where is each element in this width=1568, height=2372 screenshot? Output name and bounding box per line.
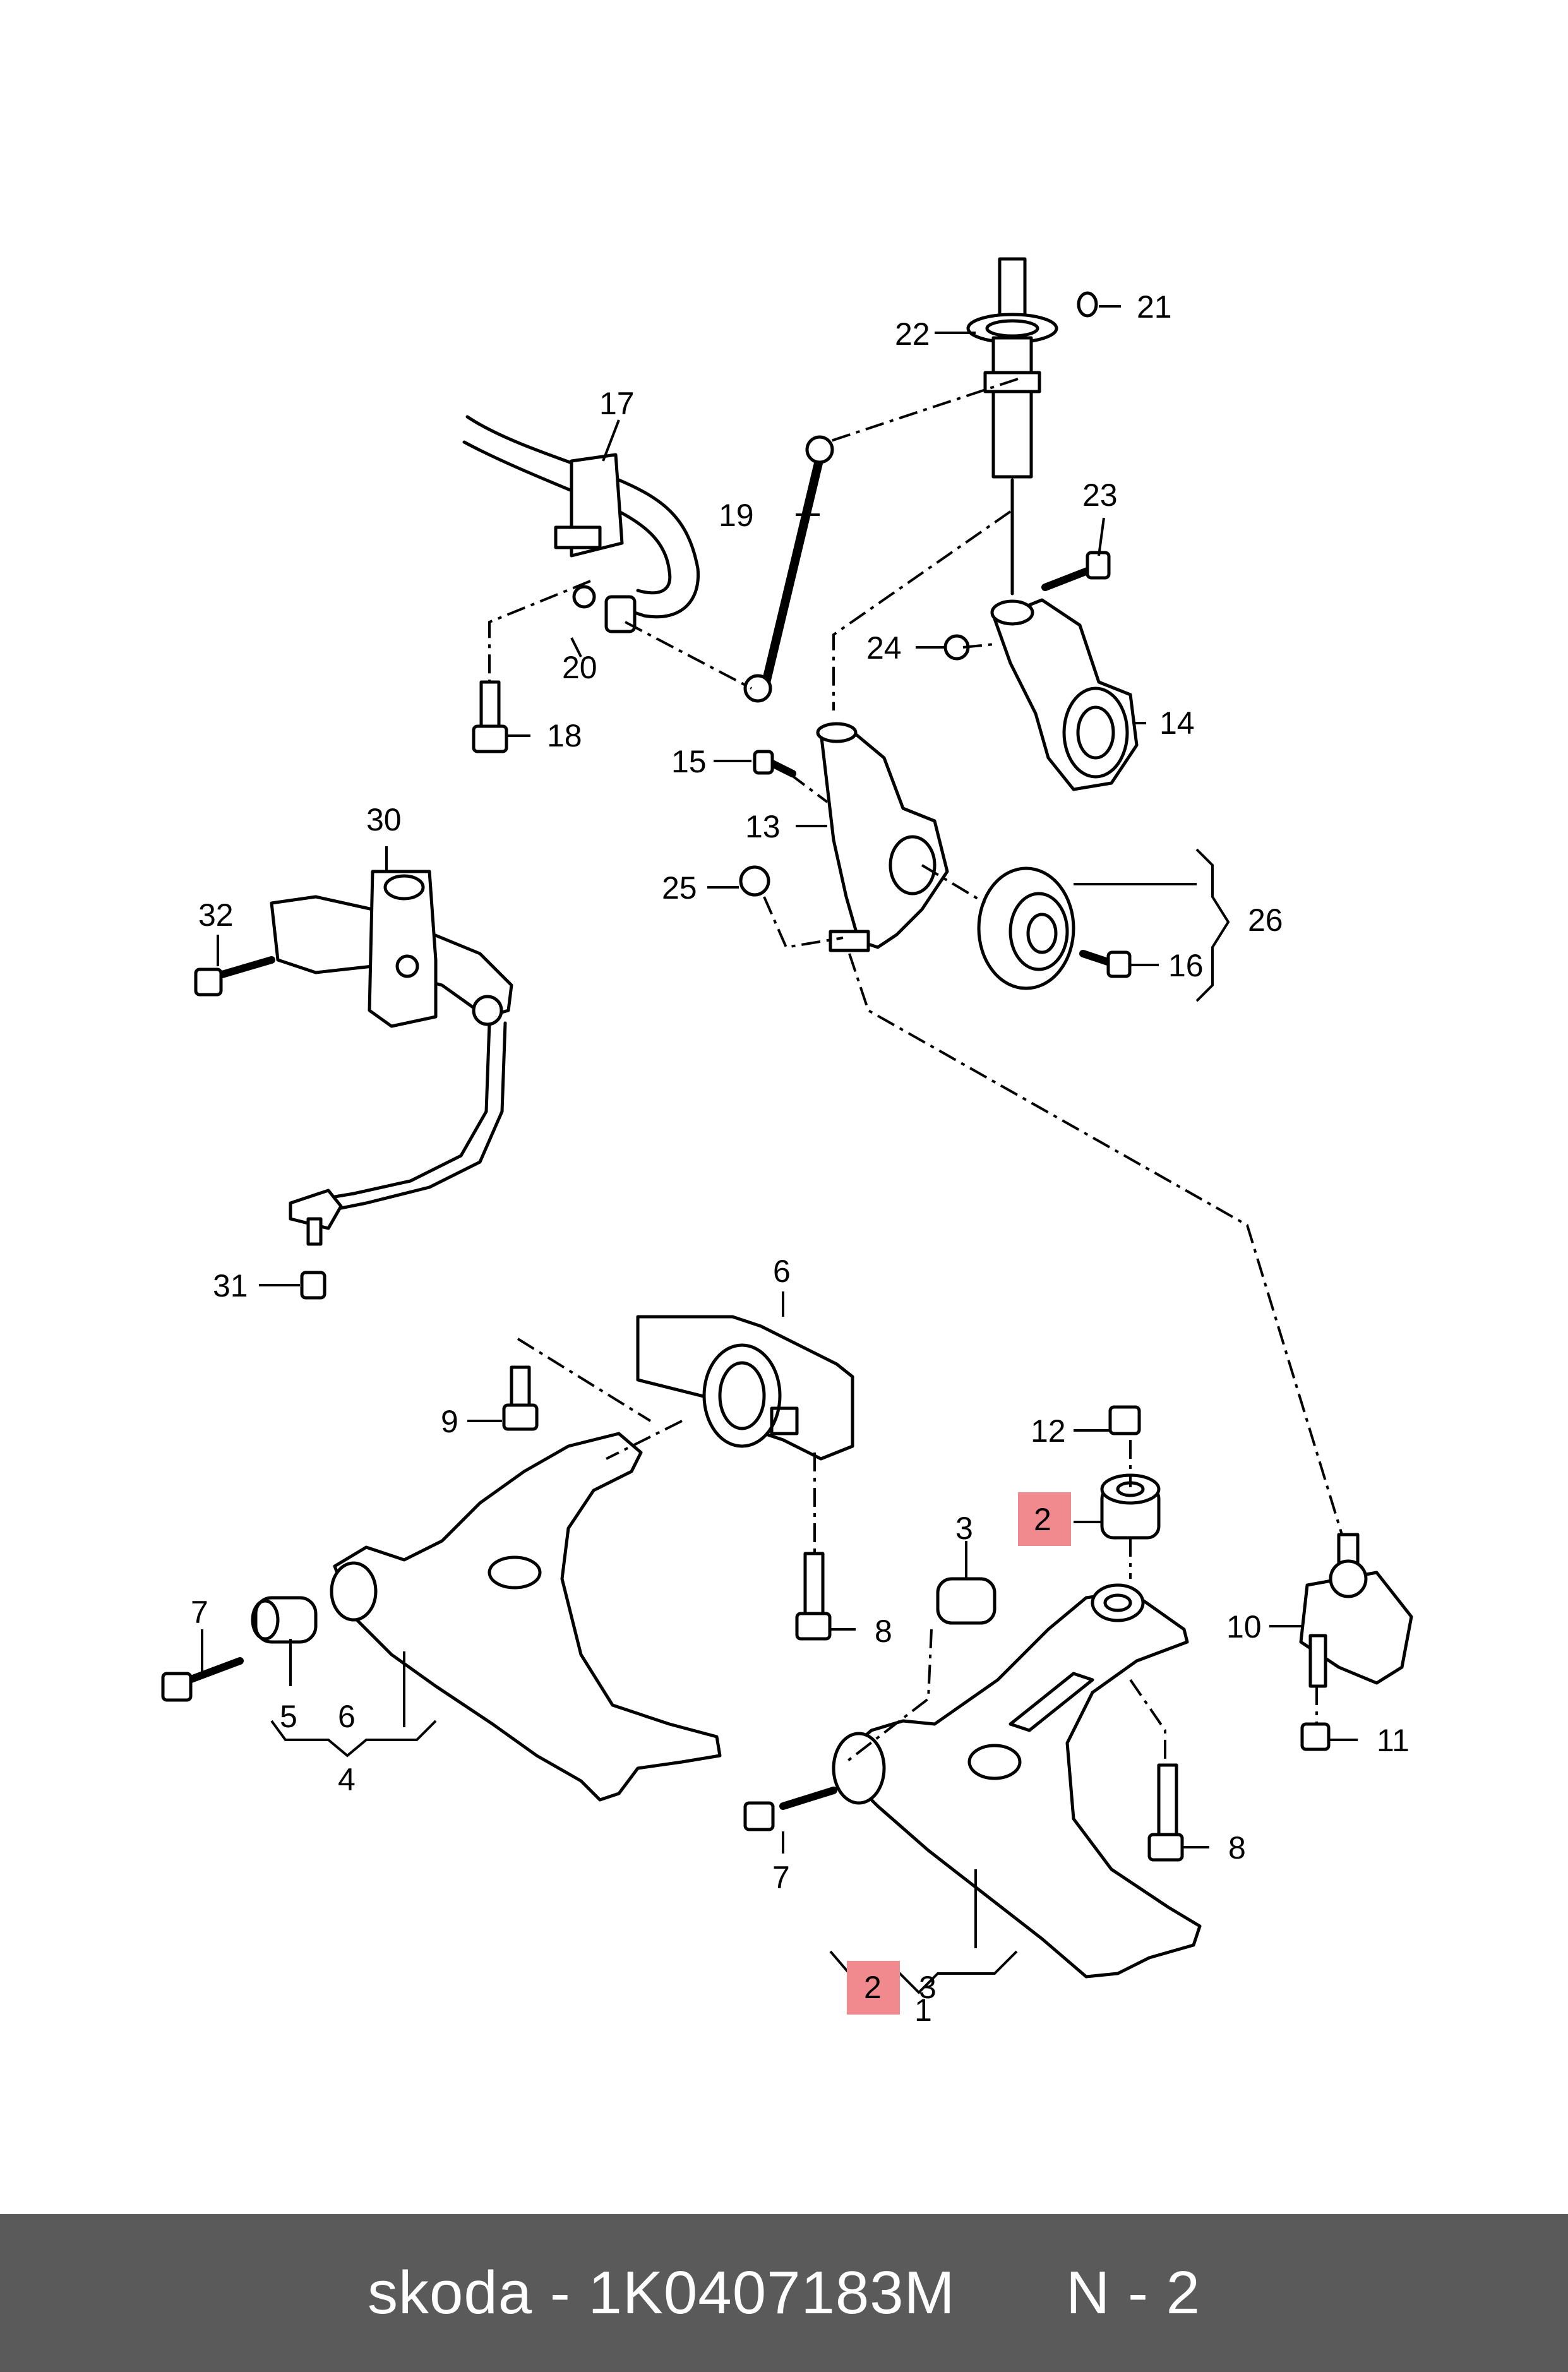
callout-22: 22 (895, 316, 930, 352)
callout-6-bottom: 6 (338, 1699, 356, 1734)
swivel-bearing (816, 722, 949, 952)
callout-21: 21 (1137, 289, 1172, 325)
callout-3-top: 3 (955, 1511, 973, 1546)
callout-16: 16 (1168, 948, 1204, 983)
highlight-box-bottom (847, 1961, 900, 2015)
rubber-mount-2 (1100, 1473, 1161, 1540)
position-number: 2 (1166, 2259, 1200, 2327)
level-sensor-assembly (270, 870, 513, 1246)
callout-12: 12 (1031, 1413, 1066, 1449)
assembly-lines (488, 378, 1343, 1765)
callout-labels: 17 19 20 18 22 21 23 24 14 15 13 25 26 1… (191, 289, 1409, 2028)
brand-separator: - (549, 2259, 571, 2327)
wishbone-left (251, 1432, 722, 1802)
coupling-rod (743, 435, 834, 703)
callout-5: 5 (280, 1699, 297, 1734)
callout-13: 13 (745, 809, 781, 844)
position-separator: - (1127, 2259, 1149, 2327)
callout-25: 25 (662, 870, 697, 906)
bolts (161, 551, 1331, 1862)
leader-lines (201, 305, 1358, 1994)
brand-name: skoda (368, 2259, 533, 2327)
diagram-canvas: 17 19 20 18 22 21 23 24 14 15 13 25 26 1… (161, 257, 1413, 2028)
callout-4: 4 (338, 1762, 356, 1797)
position-prefix: N (1065, 2259, 1111, 2327)
bonded-rubber-bush-top (636, 1315, 854, 1461)
callout-11: 11 (1377, 1723, 1409, 1758)
footer-caption: skoda - 1K0407183M N - 2 (368, 2258, 1200, 2328)
callout-26: 26 (1248, 902, 1283, 938)
callout-8-left: 8 (875, 1614, 892, 1649)
highlight-box-top (1018, 1492, 1071, 1546)
wheel-bearing-housing-upper (990, 598, 1139, 791)
callout-31: 31 (213, 1268, 248, 1303)
wishbone-right (832, 1577, 1202, 1979)
callout-19: 19 (719, 498, 754, 533)
ball-joint (1299, 1533, 1413, 1688)
part-number: 1K0407183M (588, 2259, 955, 2327)
callout-17: 17 (599, 386, 635, 421)
exploded-parts-diagram: 17 19 20 18 22 21 23 24 14 15 13 25 26 1… (161, 257, 1413, 2028)
callout-20: 20 (562, 650, 597, 685)
callout-7-left: 7 (191, 1595, 208, 1630)
callout-2-bottom: 2 (864, 1970, 882, 2005)
strut-assembly (966, 257, 1098, 596)
callout-23: 23 (1082, 477, 1118, 513)
callout-1: 1 (914, 1992, 932, 2028)
callout-9: 9 (441, 1404, 458, 1439)
footer-bar: skoda - 1K0407183M N - 2 (0, 2214, 1568, 2372)
callout-18: 18 (547, 718, 582, 753)
stabilizer-bar (462, 415, 700, 633)
callout-15: 15 (671, 744, 707, 779)
callout-3-bottom: 3 (919, 1970, 937, 2005)
callout-2-top: 2 (1034, 1502, 1051, 1537)
callout-24: 24 (866, 630, 902, 666)
callout-14: 14 (1159, 705, 1195, 741)
callout-10: 10 (1226, 1609, 1262, 1644)
callout-32: 32 (198, 897, 234, 933)
wheel-hub (977, 866, 1075, 990)
callout-6-top: 6 (773, 1254, 791, 1289)
callout-30: 30 (366, 802, 402, 837)
callout-8-right: 8 (1228, 1830, 1246, 1866)
callout-7-right: 7 (772, 1860, 790, 1895)
